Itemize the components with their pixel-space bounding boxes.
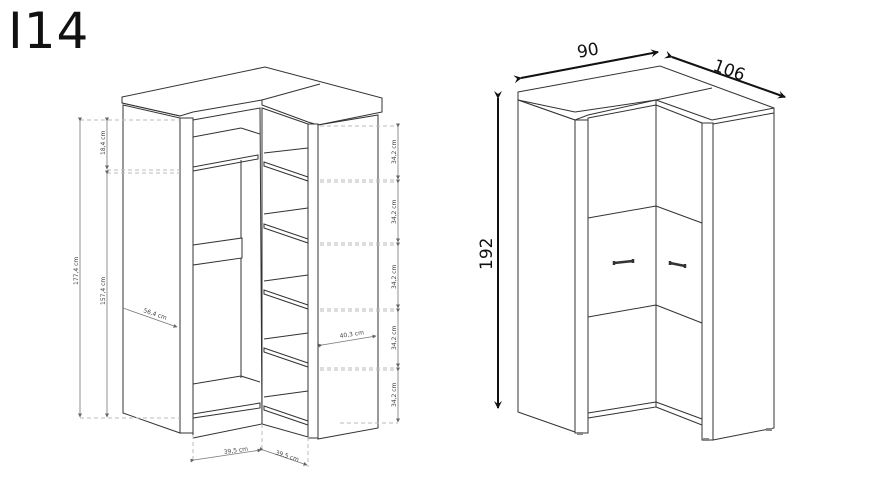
- dim-width: 90: [576, 39, 601, 62]
- shelf-dimensions: 34,2 cm 34,2 cm 34,2 cm 34,2 cm 34,2 cm: [320, 123, 400, 424]
- dim-height-lower: 157,4 cm: [100, 277, 107, 305]
- door-handle-right: [668, 261, 687, 268]
- dim-height: 192: [477, 238, 497, 270]
- door-handle-left: [612, 259, 635, 265]
- dim-shelf-1: 34,2 cm: [391, 139, 398, 164]
- dim-depth: 106: [710, 56, 747, 86]
- dim-shelf-4: 34,2 cm: [391, 325, 398, 350]
- closed-wardrobe-drawing: 90 106 192: [477, 39, 786, 441]
- model-title: I14: [8, 2, 90, 60]
- dim-shelf-2: 34,2 cm: [391, 199, 398, 224]
- dim-bottom-right: 39,5 cm: [274, 449, 300, 463]
- dim-shelf-5: 34,2 cm: [391, 382, 398, 407]
- dim-bottom-left: 39,5 cm: [223, 446, 248, 456]
- dim-shelf-3: 34,2 cm: [391, 264, 398, 289]
- dim-depth-right: 40,3 cm: [339, 329, 364, 340]
- dim-height-total: 177,4 cm: [73, 257, 80, 285]
- dim-height-top: 18,4 cm: [100, 130, 107, 155]
- open-wardrobe-drawing: 177,4 cm 157,4 cm 18,4 cm 56,4 cm 40,3 c…: [73, 66, 400, 467]
